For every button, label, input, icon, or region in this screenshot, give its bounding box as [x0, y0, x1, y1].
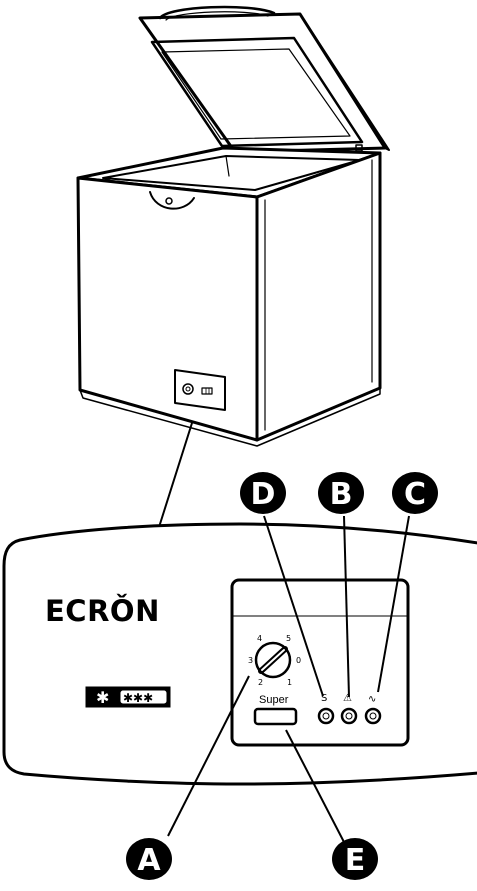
- star-rating-text: ✱✱✱: [123, 691, 153, 705]
- leader-a: [167, 675, 250, 837]
- callout-c-label: C: [404, 477, 426, 512]
- freezer-symbol-icon: ✱: [96, 688, 109, 707]
- super-button[interactable]: [253, 707, 298, 726]
- star-rating-badge: ✱ ✱✱✱: [85, 686, 171, 708]
- super-label: Super: [259, 694, 289, 706]
- freezer-lid: [138, 5, 390, 157]
- dial-number-3: 3: [248, 656, 253, 665]
- callout-d: D: [240, 472, 286, 514]
- freezer-cabinet: [76, 146, 382, 447]
- thermostat-dial[interactable]: [254, 641, 292, 679]
- callout-a: A: [126, 838, 172, 880]
- warning-icon: ⚠: [343, 693, 352, 704]
- indicator-lamp-s: [317, 707, 335, 725]
- indicator-lamp-warning: [340, 707, 358, 725]
- detail-leader-line: [159, 422, 193, 525]
- callout-b: B: [318, 472, 364, 514]
- leader-d: [263, 515, 324, 697]
- dial-number-2: 2: [258, 678, 263, 687]
- chest-freezer-illustration: [76, 5, 390, 525]
- callout-e: E: [332, 838, 378, 880]
- indicator-lamp-power: [364, 707, 382, 725]
- mains-power-icon: ∿: [368, 694, 376, 705]
- callout-leaders: [167, 515, 410, 845]
- dial-number-4: 4: [257, 634, 262, 643]
- leader-b: [343, 515, 350, 698]
- brand-logo: ECRǑN: [45, 594, 160, 628]
- callout-c: C: [392, 472, 438, 514]
- dial-number-5: 5: [286, 634, 291, 643]
- control-box: [230, 578, 410, 747]
- dial-number-1: 1: [287, 678, 292, 687]
- callout-d-label: D: [251, 477, 276, 512]
- control-panel-detail: ECRǑN ✱ ✱✱✱ 4 5 3 0 2 1 Super S ⚠ ∿: [2, 522, 477, 786]
- indicator-s-label: S: [321, 693, 327, 704]
- leader-c: [377, 515, 410, 693]
- callout-a-label: A: [137, 843, 161, 878]
- callout-b-label: B: [330, 477, 353, 512]
- callout-e-label: E: [345, 843, 366, 878]
- leader-e: [285, 729, 346, 845]
- dial-number-0: 0: [296, 656, 301, 665]
